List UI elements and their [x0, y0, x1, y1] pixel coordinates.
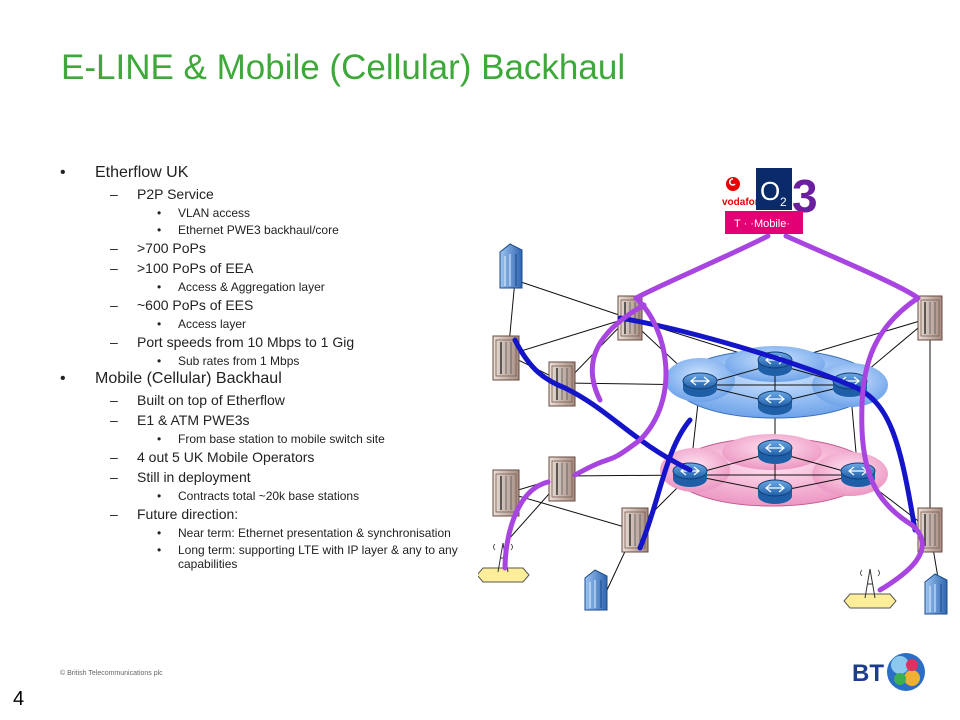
- page-title: E-LINE & Mobile (Cellular) Backhaul: [61, 48, 626, 87]
- o2-sub-label: 2: [780, 195, 787, 209]
- bt-logo-text: BT: [852, 660, 884, 687]
- sub-bullet: Port speeds from 10 Mbps to 1 Gig: [60, 334, 470, 351]
- vodafone-label: vodafone: [722, 197, 767, 208]
- sub-bullet: Future direction:: [60, 506, 470, 523]
- sub-sub-bullet: Access layer: [60, 317, 470, 331]
- router-icon: [672, 351, 876, 504]
- sub-bullet: Built on top of Etherflow: [60, 392, 470, 409]
- sub-sub-bullet: Contracts total ~20k base stations: [60, 489, 470, 503]
- network-diagram: vodafone O 2 3 T · ·Mobile·: [478, 168, 948, 615]
- building-icon: [499, 243, 948, 615]
- tmobile-logo: [725, 211, 803, 234]
- sub-bullet: P2P Service: [60, 186, 470, 203]
- page-number: 4: [13, 688, 25, 710]
- sub-sub-bullet: Long term: supporting LTE with IP layer …: [60, 543, 470, 571]
- bt-logo: BT: [852, 653, 925, 691]
- sub-sub-bullet: VLAN access: [60, 206, 470, 220]
- o2-logo: [756, 168, 792, 210]
- bullet-mobile-backhaul: Mobile (Cellular) Backhaul: [60, 369, 470, 389]
- sub-sub-bullet: Sub rates from 1 Mbps: [60, 354, 470, 368]
- sub-bullet: E1 & ATM PWE3s: [60, 412, 470, 429]
- sub-bullet: ~600 PoPs of EES: [60, 297, 470, 314]
- o2-label: O: [760, 176, 780, 206]
- purple-circuit-paths: [502, 233, 925, 593]
- sub-sub-bullet: Access & Aggregation layer: [60, 280, 470, 294]
- vodafone-icon: [726, 177, 740, 191]
- sub-bullet: >100 PoPs of EEA: [60, 260, 470, 277]
- sub-sub-bullet: Near term: Ethernet presentation & synch…: [60, 526, 470, 540]
- bullet-list: Etherflow UK P2P Service VLAN access Eth…: [60, 162, 470, 571]
- bullet-etherflow-uk: Etherflow UK: [60, 163, 470, 183]
- cell-tower-icon: [478, 542, 897, 609]
- copyright-text: © British Telecommunications plc: [60, 670, 163, 677]
- tmobile-label: T · ·Mobile·: [734, 218, 790, 230]
- sub-bullet: 4 out 5 UK Mobile Operators: [60, 449, 470, 466]
- sub-bullet: Still in deployment: [60, 469, 470, 486]
- sub-bullet: >700 PoPs: [60, 240, 470, 257]
- sub-sub-bullet: Ethernet PWE3 backhaul/core: [60, 223, 470, 237]
- blue-circuit-paths: [512, 315, 918, 551]
- sub-sub-bullet: From base station to mobile switch site: [60, 432, 470, 446]
- switch-rack-icon: [492, 295, 943, 553]
- operator-logos: vodafone O 2 3 T · ·Mobile·: [720, 168, 818, 234]
